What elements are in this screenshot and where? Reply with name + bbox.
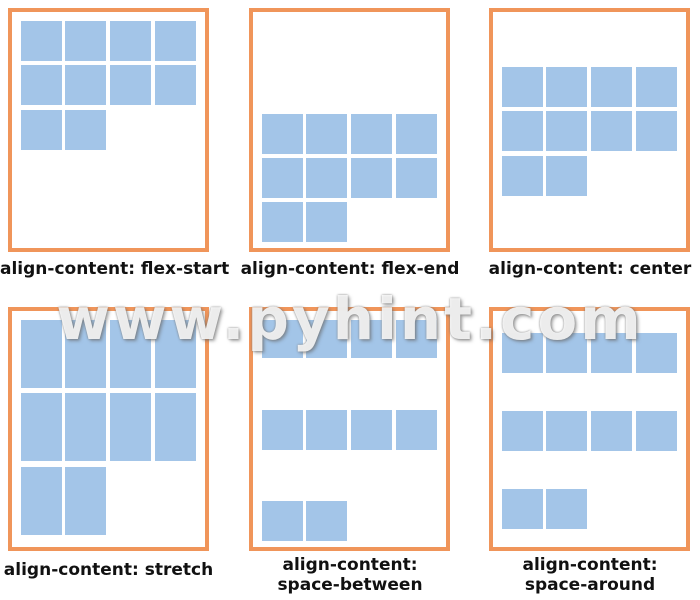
- flex-item-stretch: [21, 393, 62, 461]
- flex-item-space-between: [262, 320, 303, 358]
- flex-item-space-around: [591, 333, 632, 373]
- flex-item-stretch: [155, 393, 196, 461]
- flex-item-space-between: [351, 410, 392, 450]
- flex-item-flex-start: [65, 110, 106, 150]
- flex-item-flex-end: [396, 114, 437, 154]
- flex-item-flex-start: [21, 65, 62, 105]
- flex-item-flex-end: [306, 202, 347, 242]
- flex-item-stretch: [65, 393, 106, 461]
- flex-item-center: [546, 156, 587, 196]
- flex-item-flex-start: [21, 110, 62, 150]
- flex-item-flex-end: [306, 158, 347, 198]
- flex-item-space-around: [546, 411, 587, 451]
- flex-item-stretch: [21, 467, 62, 535]
- caption-center: align-content: center: [480, 259, 700, 279]
- flex-item-center: [502, 111, 543, 151]
- flex-item-flex-start: [65, 65, 106, 105]
- flex-item-stretch: [155, 320, 196, 388]
- flex-item-flex-end: [351, 114, 392, 154]
- caption-flex-end-line-1: align-content: flex-end: [240, 259, 460, 279]
- flex-item-center: [502, 67, 543, 107]
- flex-item-flex-start: [155, 65, 196, 105]
- caption-stretch-line-1: align-content: stretch: [3, 560, 214, 580]
- caption-space-between-line-2: space-between: [277, 575, 423, 595]
- flex-item-center: [546, 111, 587, 151]
- caption-flex-end: align-content: flex-end: [240, 259, 460, 279]
- flex-item-space-around: [546, 489, 587, 529]
- flex-item-flex-end: [306, 114, 347, 154]
- caption-flex-start-line-1: align-content: flex-start: [0, 259, 230, 279]
- flex-item-space-around: [636, 411, 677, 451]
- flex-item-space-around: [636, 333, 677, 373]
- flex-item-flex-end: [396, 158, 437, 198]
- flex-item-space-between: [306, 320, 347, 358]
- flex-item-flex-end: [262, 114, 303, 154]
- caption-flex-start: align-content: flex-start: [0, 259, 230, 279]
- flex-item-flex-end: [262, 158, 303, 198]
- flex-item-center: [591, 67, 632, 107]
- flex-item-flex-end: [262, 202, 303, 242]
- flex-item-space-between: [396, 410, 437, 450]
- flex-item-center: [502, 156, 543, 196]
- flex-item-center: [546, 67, 587, 107]
- flex-item-space-around: [502, 489, 543, 529]
- flex-item-flex-start: [110, 65, 151, 105]
- caption-space-around-line-2: space-around: [524, 575, 656, 595]
- flex-item-center: [636, 67, 677, 107]
- caption-space-between: align-content: space-between: [245, 555, 455, 595]
- flex-item-flex-start: [21, 21, 62, 61]
- flex-item-space-between: [262, 410, 303, 450]
- flex-item-flex-end: [351, 158, 392, 198]
- flex-item-stretch: [21, 320, 62, 388]
- flex-item-space-around: [591, 411, 632, 451]
- caption-stretch: align-content: stretch: [0, 560, 217, 580]
- flex-item-flex-start: [155, 21, 196, 61]
- caption-space-around-line-1: align-content:: [522, 555, 658, 575]
- flex-item-stretch: [110, 320, 151, 388]
- flex-item-space-between: [306, 501, 347, 541]
- flex-item-space-between: [306, 410, 347, 450]
- flex-item-space-between: [262, 501, 303, 541]
- flex-item-space-between: [396, 320, 437, 358]
- flex-item-stretch: [65, 467, 106, 535]
- caption-center-line-1: align-content: center: [488, 259, 692, 279]
- flex-item-center: [591, 111, 632, 151]
- flex-item-stretch: [110, 393, 151, 461]
- flex-item-space-around: [502, 411, 543, 451]
- flex-item-space-around: [502, 333, 543, 373]
- flex-item-flex-start: [110, 21, 151, 61]
- flex-item-space-between: [351, 320, 392, 358]
- caption-space-around: align-content: space-around: [485, 555, 695, 595]
- flex-item-space-around: [546, 333, 587, 373]
- caption-space-between-line-1: align-content:: [282, 555, 418, 575]
- flex-item-center: [636, 111, 677, 151]
- flex-item-stretch: [65, 320, 106, 388]
- flex-item-flex-start: [65, 21, 106, 61]
